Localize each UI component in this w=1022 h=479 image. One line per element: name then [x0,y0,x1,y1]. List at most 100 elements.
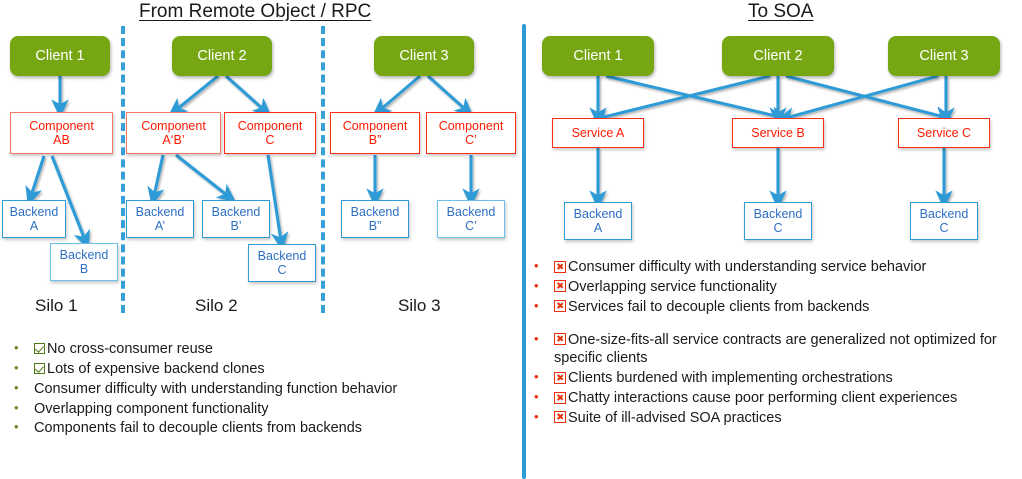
bullet-text: Components fail to decouple clients from… [34,420,363,437]
bullet-dot-icon: • [14,399,19,415]
client-box-silo2[interactable]: Client 2 [172,36,272,76]
component-line2: C [265,133,275,147]
bullet-text: No cross-consumer reuse [34,340,504,359]
bullet-text: One-size-fits-all service contracts are … [554,331,997,367]
backend-line1: Backend [257,249,307,263]
service-box-a[interactable]: Service A [552,118,644,148]
backend-line1: Backend [753,207,803,221]
client-label: Client 3 [919,47,969,64]
backend-line1: Backend [211,205,261,219]
bullet-text: Suite of ill-advised SOA practices [554,409,1012,428]
component-box-a1b1[interactable]: Component A‘B’ [126,112,221,154]
checkbox-x-icon [554,280,566,293]
backend-line2: A [29,219,39,233]
bullet-dot-icon: • [534,258,539,273]
backend-line1: Backend [9,205,59,219]
bullet-text: Consumer difficulty with understanding s… [554,258,1012,277]
bullet-text: Overlapping component functionality [34,400,269,417]
bullet-text: Consumer difficulty with understanding f… [34,380,398,397]
client-label: Client 1 [573,47,623,64]
bullet-text: Chatty interactions cause poor performin… [554,389,1012,408]
bullet-text: Overlapping service functionality [554,278,1012,297]
bullet-item: • Chatty interactions cause poor performi… [534,389,1012,408]
component-box-b2[interactable]: Component B” [330,112,420,154]
backend-box-b[interactable]: Backend B [50,243,118,281]
component-box-ab[interactable]: Component AB [10,112,113,154]
service-box-b[interactable]: Service B [732,118,824,148]
bullet-item: •No cross-consumer reuse [14,340,504,359]
backend-line2: C [939,221,949,235]
bullet-dot-icon: • [534,277,539,293]
bullet-item: • Components fail to decouple clients fro… [14,419,504,438]
backend-line2: B’ [230,219,242,233]
component-line2: B” [368,133,382,147]
bullet-item: • Overlapping component functionality [14,400,504,419]
checkbox-x-icon [554,411,566,424]
right-bullet-list: • Consumer difficulty with understanding … [534,258,1012,429]
client-box-silo1[interactable]: Client 1 [10,36,110,76]
backend-line1: Backend [919,207,969,221]
component-line2: AB [53,133,70,147]
bullet-text: Services fail to decouple clients from b… [554,298,1012,317]
checkbox-checked-icon [34,362,45,374]
backend-box-a[interactable]: Backend A [2,200,66,238]
backend-box-c[interactable]: Backend C [248,244,316,282]
bullet-dot-icon: • [14,419,19,435]
bullet-item: • Suite of ill-advised SOA practices [534,409,1012,428]
bullet-spacer [534,318,1012,330]
component-line2: C’ [465,133,477,147]
checkbox-x-icon [554,333,566,346]
soa-backend-box-1[interactable]: Backend A [564,202,632,240]
checkbox-x-icon [554,260,566,273]
backend-line1: Backend [446,205,496,219]
component-box-c[interactable]: Component C [224,112,316,154]
panel-divider [522,24,526,479]
backend-box-a1[interactable]: Backend A’ [126,200,194,238]
soa-backend-box-2[interactable]: Backend C [744,202,812,240]
left-bullet-list: •No cross-consumer reuse•Lots of expensi… [14,340,504,439]
client-label: Client 1 [35,47,85,64]
bullet-item: • Services fail to decouple clients from … [534,298,1012,317]
right-section-title: To SOA [748,1,814,22]
service-box-c[interactable]: Service C [898,118,990,148]
soa-client-box-2[interactable]: Client 2 [722,36,834,76]
component-line1: Component [342,119,408,133]
component-box-c1[interactable]: Component C’ [426,112,516,154]
soa-client-box-3[interactable]: Client 3 [888,36,1000,76]
bullet-dot-icon: • [534,330,539,346]
service-label: Service C [916,126,972,140]
bullet-text: Clients burdened with implementing orche… [554,369,1012,388]
component-line1: Component [141,119,206,133]
bullet-dot-icon: • [534,297,539,313]
checkbox-checked-icon [34,343,45,354]
bullet-item: • Clients burdened with implementing orch… [534,369,1012,388]
backend-box-c1[interactable]: Backend C’ [437,200,505,238]
backend-line1: Backend [573,207,623,221]
bullet-dot-icon: • [534,369,539,385]
silo-label-3: Silo 3 [398,296,441,315]
backend-box-b2[interactable]: Backend B” [341,200,409,238]
bullet-dot-icon: • [534,408,539,424]
backend-line1: Backend [135,205,185,219]
bullet-dot-icon: • [14,359,19,375]
bullet-item: • Lots of expensive backend clones [14,360,504,379]
backend-line2: A’ [154,219,166,233]
backend-box-b1[interactable]: Backend B’ [202,200,270,238]
client-label: Client 2 [753,47,803,64]
service-label: Service B [751,126,805,140]
soa-backend-box-3[interactable]: Backend C [910,202,978,240]
silo-label-1: Silo 1 [35,296,78,315]
backend-line2: C [773,221,783,235]
client-box-silo3[interactable]: Client 3 [374,36,474,76]
checkbox-x-icon [554,371,566,384]
component-line1: Component [29,119,94,133]
backend-line2: B” [368,219,382,233]
backend-line2: C’ [465,219,477,233]
bullet-dot-icon: • [534,389,539,405]
soa-client-box-1[interactable]: Client 1 [542,36,654,76]
client-label: Client 2 [197,47,247,64]
silo-divider-2 [321,26,325,313]
component-line1: Component [438,119,504,133]
bullet-text: Lots of expensive backend clones [34,360,504,379]
backend-line2: B [79,262,89,276]
